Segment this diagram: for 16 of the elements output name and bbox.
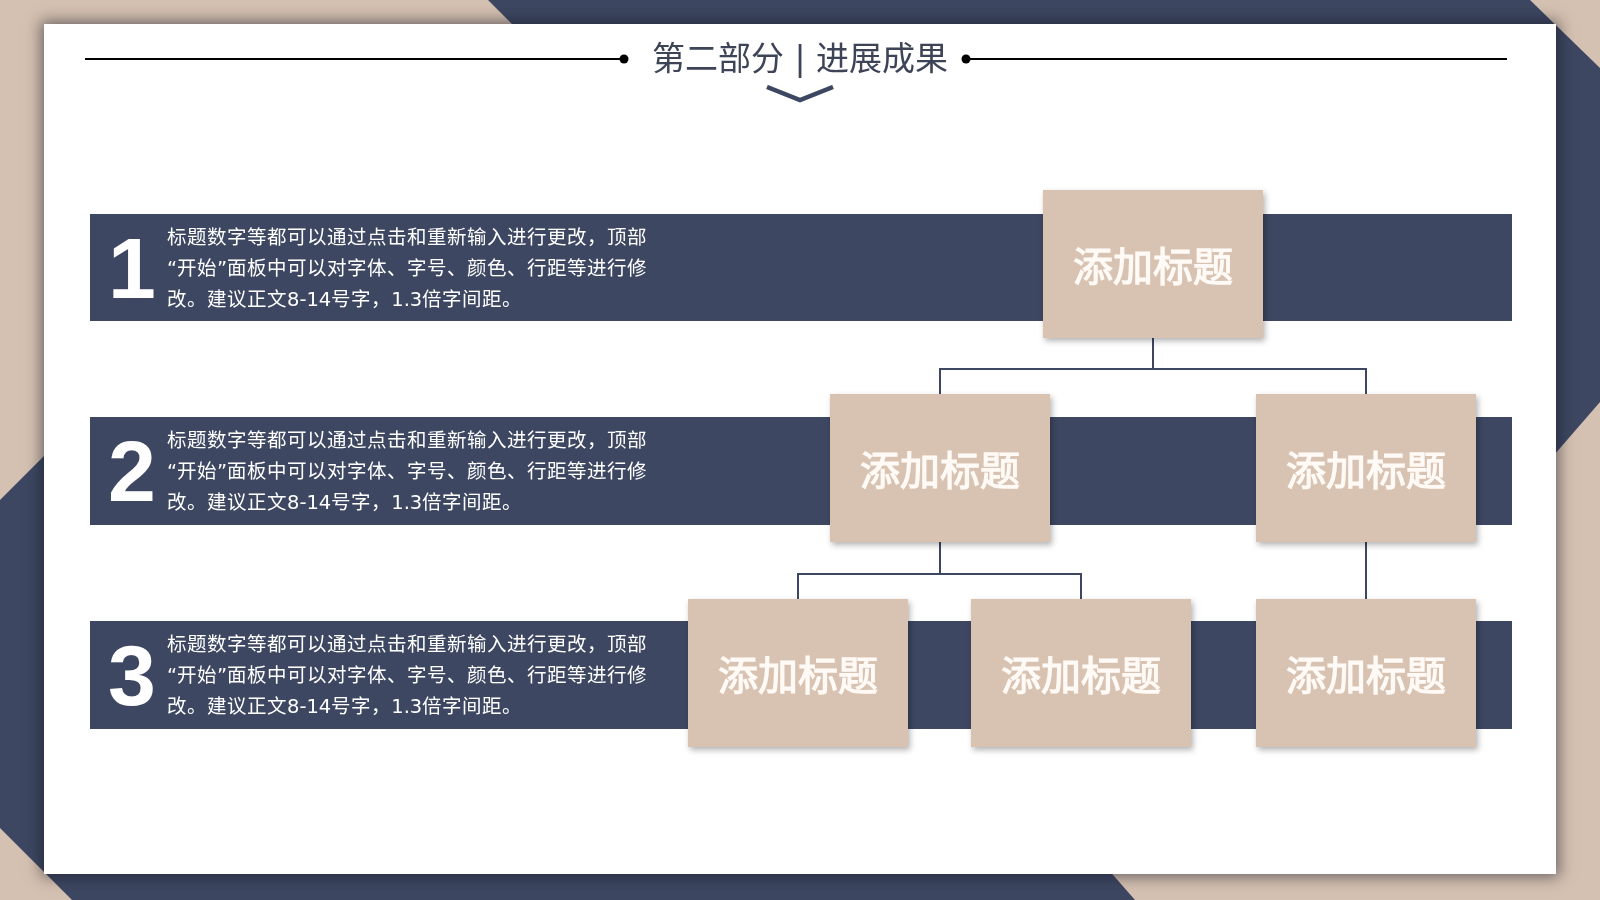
title-box: 添加标题 — [688, 599, 908, 747]
step-number: 3 — [108, 632, 156, 718]
title-box: 添加标题 — [1043, 190, 1263, 338]
slide-title: 第二部分 | 进展成果 — [651, 39, 949, 79]
step-number: 2 — [108, 428, 156, 514]
description-text: 标题数字等都可以通过点击和重新输入进行更改，顶部“开始”面板中可以对字体、字号、颜色、行距等进行修改。建议正文8-14号字，1.3倍字间距。 — [167, 631, 649, 720]
step-number: 1 — [108, 224, 156, 311]
title-box: 添加标题 — [1256, 599, 1476, 747]
description-text: 标题数字等都可以通过点击和重新输入进行更改，顶部“开始”面板中可以对字体、字号、颜色、行距等进行修改。建议正文8-14号字，1.3倍字间距。 — [167, 427, 649, 516]
title-box: 添加标题 — [830, 394, 1050, 542]
connector-line — [1365, 541, 1367, 600]
connector-line — [939, 541, 1082, 600]
connector-line — [1152, 337, 1367, 395]
description-text: 标题数字等都可以通过点击和重新输入进行更改，顶部“开始”面板中可以对字体、字号、颜色、行距等进行修改。建议正文8-14号字，1.3倍字间距。 — [167, 224, 649, 312]
title-box: 添加标题 — [971, 599, 1191, 747]
title-box: 添加标题 — [1256, 394, 1476, 542]
